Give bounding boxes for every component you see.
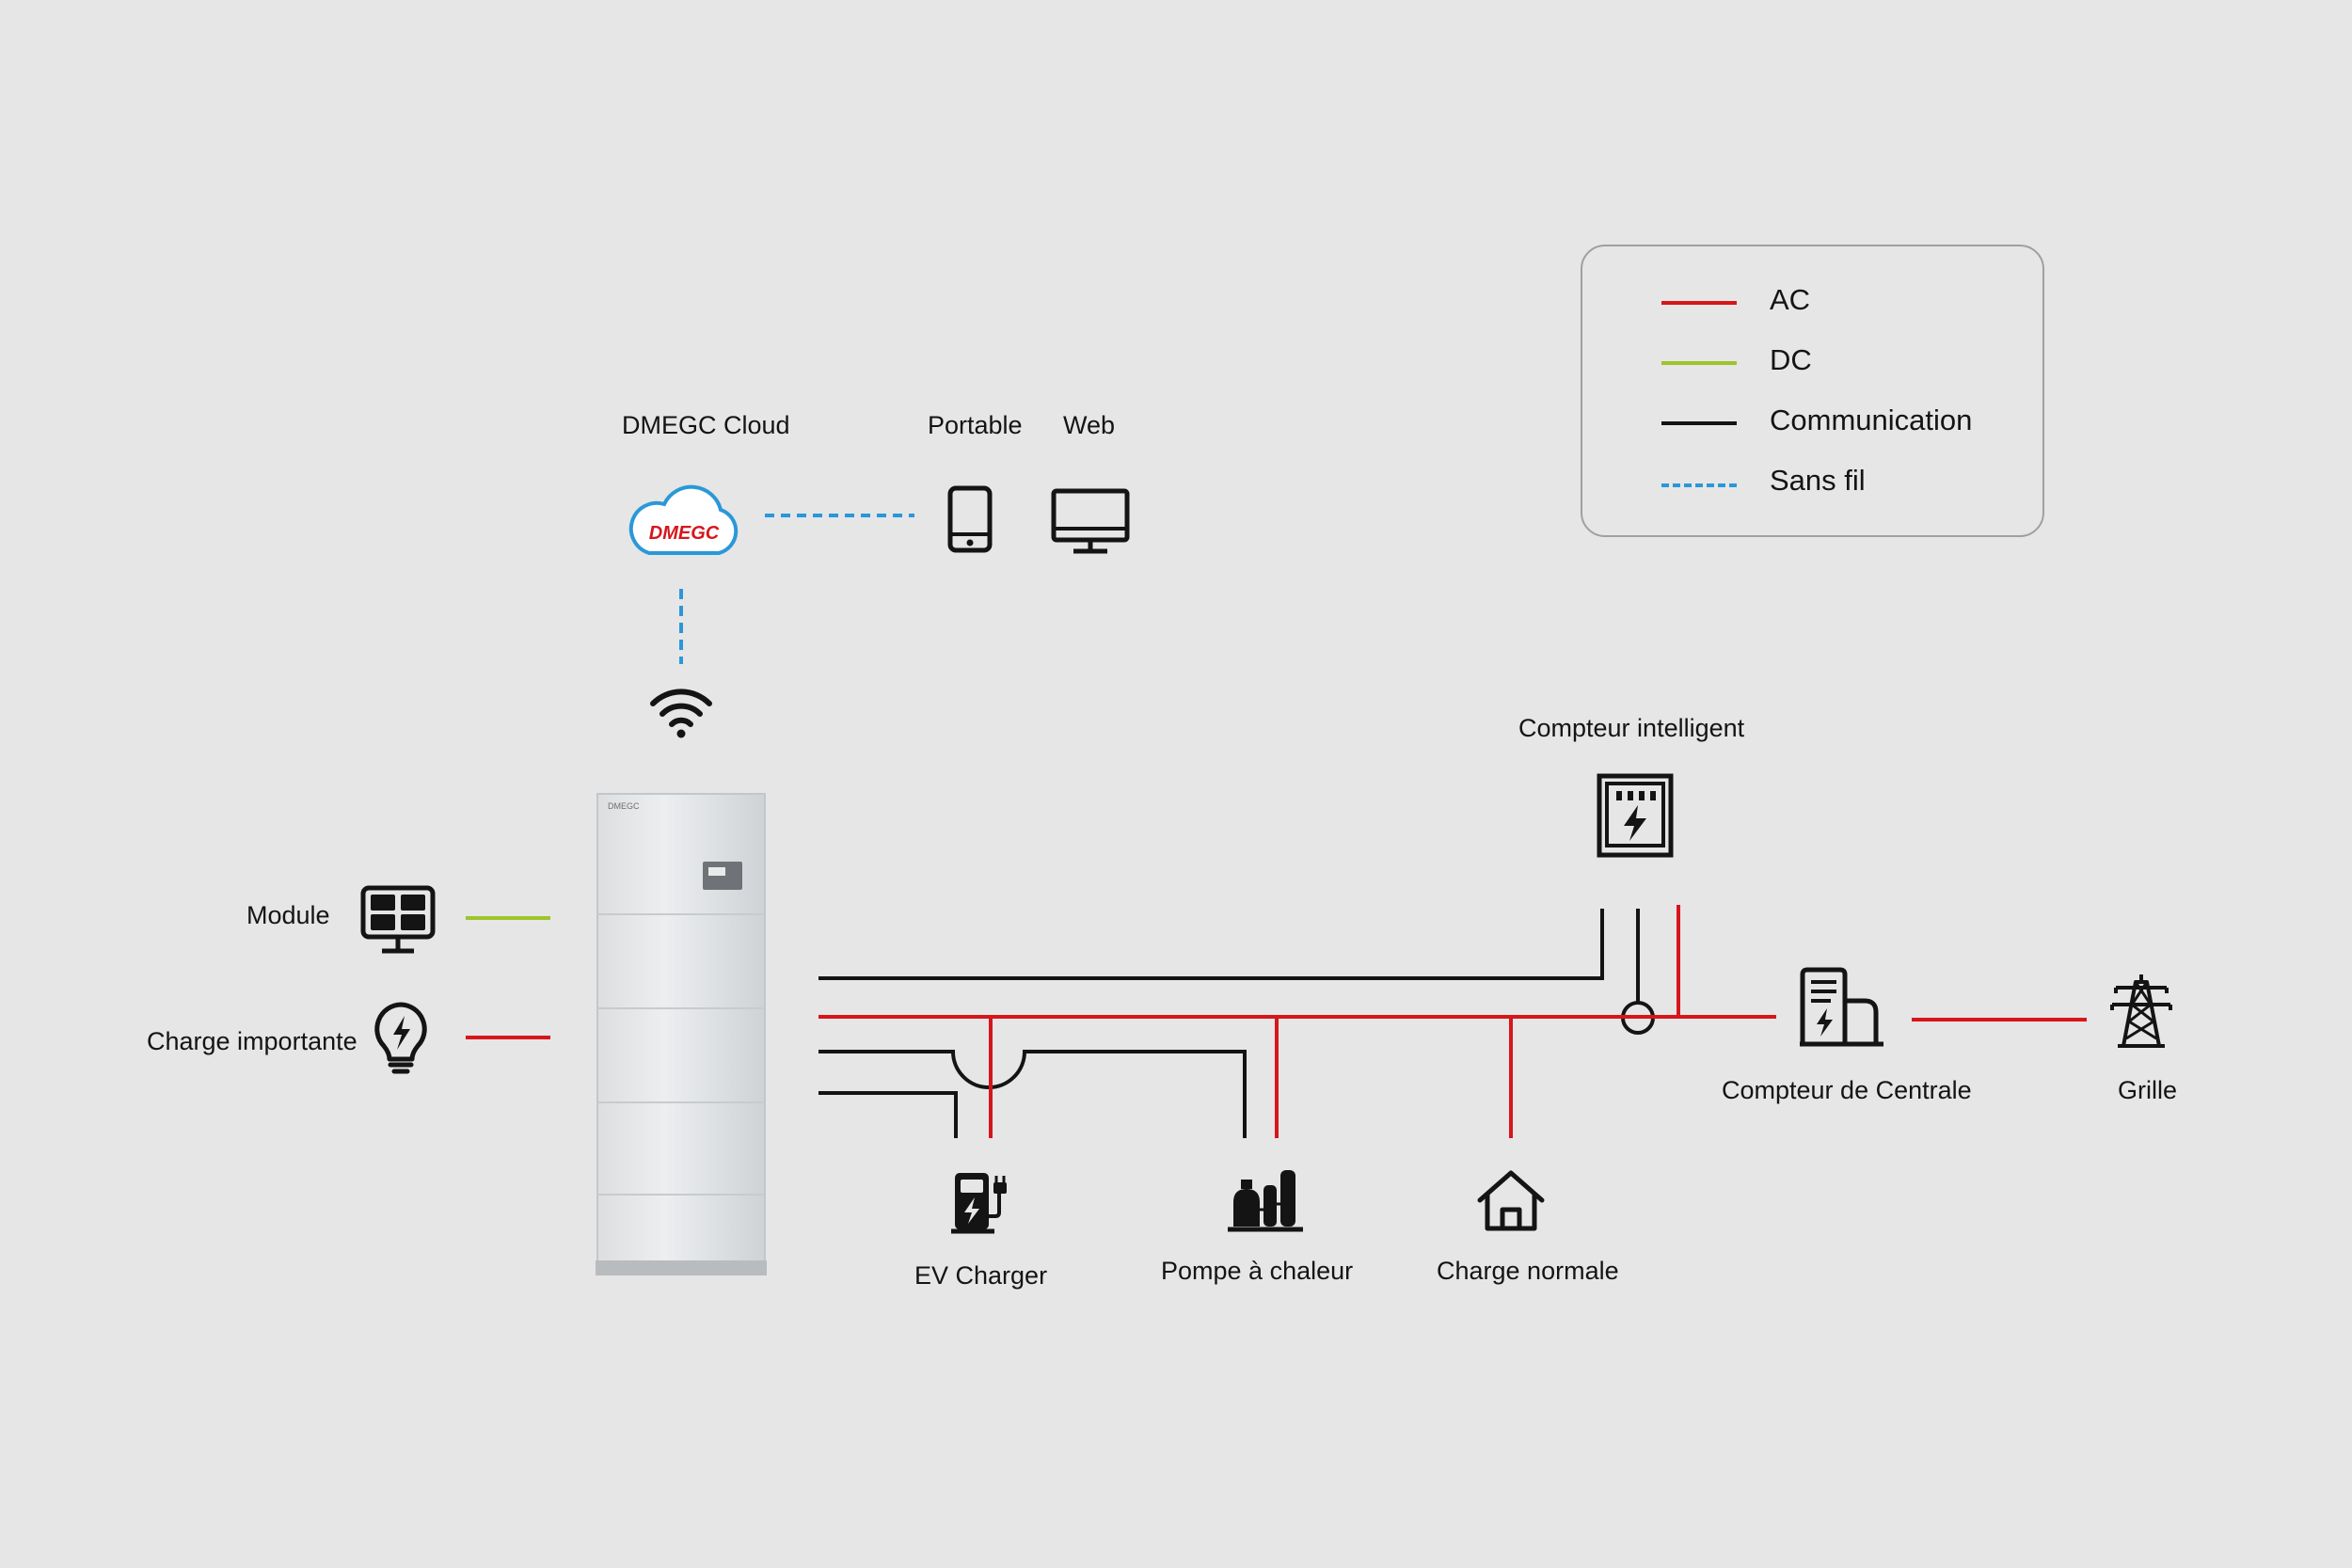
plant-meter-icon [1800, 967, 1883, 1047]
web-label: Web [1063, 411, 1116, 439]
smartphone-icon[interactable] [947, 485, 993, 553]
monitor-icon[interactable] [1051, 488, 1130, 556]
legend-item-dc: DC [1582, 343, 2042, 381]
legend-item-ac: AC [1582, 283, 2042, 321]
cloud-icon[interactable]: DMEGC [623, 476, 745, 561]
lightbulb-icon [374, 1002, 427, 1074]
portable-label: Portable [928, 411, 1023, 439]
legend-label-dc: DC [1770, 343, 1812, 376]
comm-line-smart-meter [818, 909, 1604, 980]
cloud-logo-text: DMEGC [649, 523, 720, 544]
battery-cabinet-icon[interactable]: DMEGC [593, 792, 771, 1281]
plant-meter-label: Compteur de Centrale [1722, 1076, 1972, 1104]
heat-pump-label: Pompe à chaleur [1161, 1257, 1354, 1285]
smart-meter-label: Compteur intelligent [1518, 714, 1745, 742]
solar-panel-icon [360, 885, 436, 954]
legend-item-communication: Communication [1582, 404, 2042, 441]
cloud-label: DMEGC Cloud [622, 411, 790, 439]
legend-swatch-ac [1661, 301, 1737, 305]
battery-brand-text: DMEGC [608, 801, 640, 811]
heat-pump-icon [1228, 1170, 1303, 1232]
ev-charger-label: EV Charger [914, 1261, 1048, 1290]
important-load-label: Charge importante [147, 1027, 358, 1055]
legend-label-ac: AC [1770, 283, 1811, 316]
module-label: Module [246, 901, 330, 929]
transmission-tower-icon [2110, 974, 2172, 1048]
smart-meter-icon [1597, 773, 1674, 858]
legend-label-wireless: Sans fil [1770, 464, 1866, 497]
legend-swatch-communication [1661, 421, 1737, 425]
normal-load-label: Charge normale [1437, 1257, 1619, 1285]
legend: AC DC Communication Sans fil [1581, 245, 2044, 537]
legend-swatch-dc [1661, 361, 1737, 365]
legend-label-communication: Communication [1770, 404, 1973, 436]
comm-line-ev-charger [818, 1091, 958, 1138]
grid-label: Grille [2118, 1076, 2178, 1104]
legend-swatch-wireless [1661, 483, 1737, 487]
legend-item-wireless: Sans fil [1582, 464, 2042, 501]
wifi-icon [650, 689, 712, 738]
house-icon [1477, 1170, 1545, 1231]
ev-charger-icon [951, 1173, 1007, 1234]
